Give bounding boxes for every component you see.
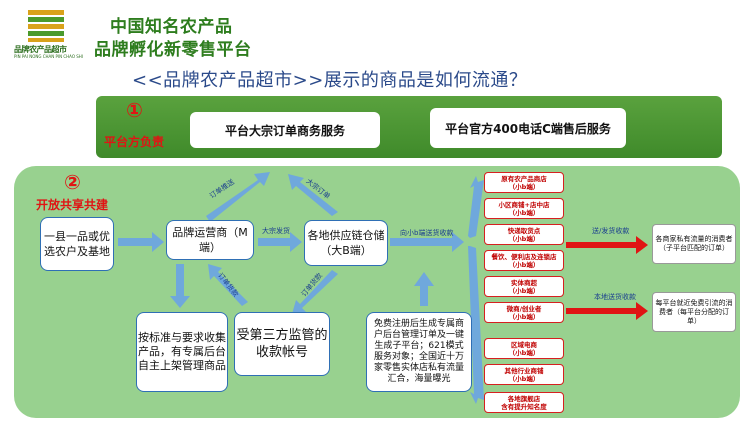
arrow-to-consumer-1 <box>566 236 648 254</box>
section1-number: ① <box>126 98 143 122</box>
fan-arrow-bottom <box>468 246 484 404</box>
logo-icon <box>28 10 64 42</box>
channel-item: 区域电商（小b端） <box>484 338 564 359</box>
origin-box: 一县一品或优选农户及基地 <box>40 217 114 271</box>
logo-text: 品牌农产品超市 <box>14 45 67 54</box>
b-warehouse-box: 各地供应链仓储（大B端） <box>304 220 388 266</box>
arrow-payment-right <box>292 270 338 314</box>
page-title-line2: 品牌孵化新零售平台 <box>94 40 252 60</box>
consumer-platform-traffic-box: 每平台就近免费引流的消费者（每平台分配的订单） <box>652 292 736 332</box>
arrow-order-push <box>206 172 270 222</box>
arrow-to-consumer-2 <box>566 302 648 320</box>
channel-item: 实体商超（小b端） <box>484 276 564 297</box>
arrow-bulk-order <box>288 174 338 216</box>
logo-subtext: PIN PAI NONG CHAN PIN CHAO SHI <box>14 54 83 59</box>
edge-label-bulk-ship: 大宗发货 <box>262 227 290 235</box>
after-sales-service-box: 平台官方400电话C端售后服务 <box>430 108 626 148</box>
channel-item: 各地旗舰店含有提升知名度 <box>484 392 564 413</box>
arrow-b-to-channels <box>390 232 464 252</box>
page-title-line1: 中国知名农产品 <box>110 17 233 37</box>
arrow-m-to-standard <box>170 264 190 308</box>
edge-label-ship-collect: 送/发货收款 <box>592 227 630 235</box>
edge-label-local-ship: 本地送货收款 <box>594 293 636 301</box>
arrow-m-to-b <box>258 232 302 252</box>
free-register-box: 免费注册后生成专属商户后台管理订单及一键生成子平台；621模式服务对象；全国近十… <box>366 312 472 392</box>
channel-item: 原有农产品商店（小b端） <box>484 172 564 193</box>
channel-item: 小区商铺+店中店（小b端） <box>484 198 564 219</box>
fan-arrow-top <box>468 176 484 238</box>
section1-label: 平台方负责 <box>104 135 165 149</box>
section2-label: 开放共享共建 <box>36 198 109 212</box>
channel-item: 其他行业商铺（小b端） <box>484 364 564 385</box>
channel-item: 微商/创业者（小b端） <box>484 302 564 323</box>
arrow-origin-to-m <box>118 232 164 252</box>
m-operator-box: 品牌运营商（M端） <box>166 220 254 260</box>
question-heading: <<品牌农产品超市>>展示的商品是如何流通？ <box>132 70 528 91</box>
channel-item: 餐饮、便利店及连锁店（小b端） <box>484 250 564 271</box>
channel-item: 快递取货点（小b端） <box>484 224 564 245</box>
arrow-register-up <box>414 272 434 306</box>
bulk-order-service-box: 平台大宗订单商务服务 <box>190 112 380 148</box>
edge-label-b-to-small-b: 向小b端送货收款 <box>400 229 454 237</box>
supervised-account-box: 受第三方监管的收款帐号 <box>234 312 330 376</box>
section2-number: ② <box>64 170 81 194</box>
arrow-payment-left <box>208 264 248 306</box>
standard-box: 按标准与要求收集产品，有专属后台自主上架管理商品 <box>136 312 228 392</box>
consumer-private-traffic-box: 各商家私有流量的消费者（子平台匹配的订单） <box>652 224 736 264</box>
